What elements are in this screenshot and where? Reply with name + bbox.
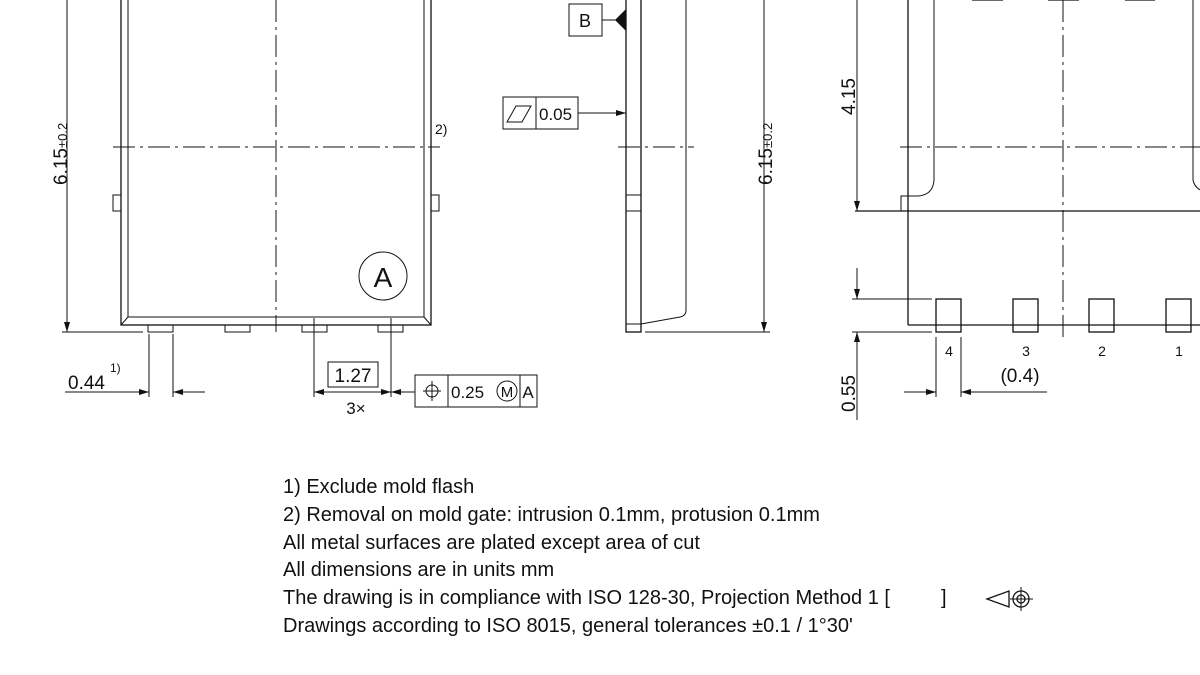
note-3: All metal surfaces are plated except are… [283,531,700,554]
flatness-frame: 0.05 [502,96,579,130]
side-view: B 0.05 6.15±0.2 [502,0,777,333]
pad-2 [1088,298,1115,333]
datum-a-circle [358,251,408,301]
lead [147,324,174,333]
side-lead-frame [625,0,642,333]
datum-a-label: A [374,262,393,293]
lead-width-label: 0.44 [68,373,105,394]
gate-note-ref: 2) [435,121,447,137]
note-5-close: ] [940,587,947,610]
datum-b-label: B [579,11,591,31]
datum-triangle-icon [615,9,626,31]
pin-label: 3 [1022,343,1030,359]
pad-gap-label: (0.4) [1000,366,1039,387]
note-2: 2) Removal on mold gate: intrusion 0.1mm… [283,503,820,526]
body-corner-left [900,0,935,211]
pitch-basic-box [327,361,379,388]
side-tab-right [430,194,440,212]
first-angle-projection-icon [985,587,1033,611]
body-dimension-label: 4.15 [839,78,860,115]
flatness-value: 0.05 [539,105,572,124]
pitch-label: 1.27 [335,366,372,387]
note-6: Drawings according to ISO 8015, general … [283,614,853,637]
position-datum: A [522,383,534,402]
bottom-pads [935,298,1192,333]
position-tolerance-value: 0.25 [451,383,484,402]
pin-label: 4 [945,343,953,359]
note-5: The drawing is in compliance with ISO 12… [283,585,947,613]
pin-label: 1 [1175,343,1183,359]
side-tab-left [112,194,122,212]
side-height-label: 6.15±0.2 [756,123,777,185]
pad-4 [935,298,962,333]
mmc-circle [496,380,518,402]
note-1: 1) Exclude mold flash [283,476,475,498]
note-5-text: The drawing is in compliance with ISO 12… [283,587,890,610]
pin-label: 2 [1098,343,1106,359]
position-icon [423,381,441,401]
pitch-count: 3× [346,399,365,418]
side-body-outline [626,0,687,325]
height-dimension-label: 6.15±0.2 [51,123,72,185]
note-4: All dimensions are in units mm [283,559,555,582]
lead-length-label: 0.55 [839,375,860,412]
drawing-notes: 1) Exclude mold flash 2) Removal on mold… [283,474,947,641]
flatness-icon [506,105,532,123]
pad-3 [1012,298,1039,333]
bottom-view: 4.15 0.55 4 3 2 1 (0.4) [839,0,1200,420]
lead [224,324,251,333]
position-tolerance-frame: 0.25 M A [414,374,538,408]
top-view: 6.15±0.2 2) A 0.44 1) 1.27 3× 0.25 M A [51,0,538,418]
mmc-modifier: M [501,384,514,401]
lead-width-note: 1) [110,361,121,375]
pad-1 [1165,298,1192,333]
